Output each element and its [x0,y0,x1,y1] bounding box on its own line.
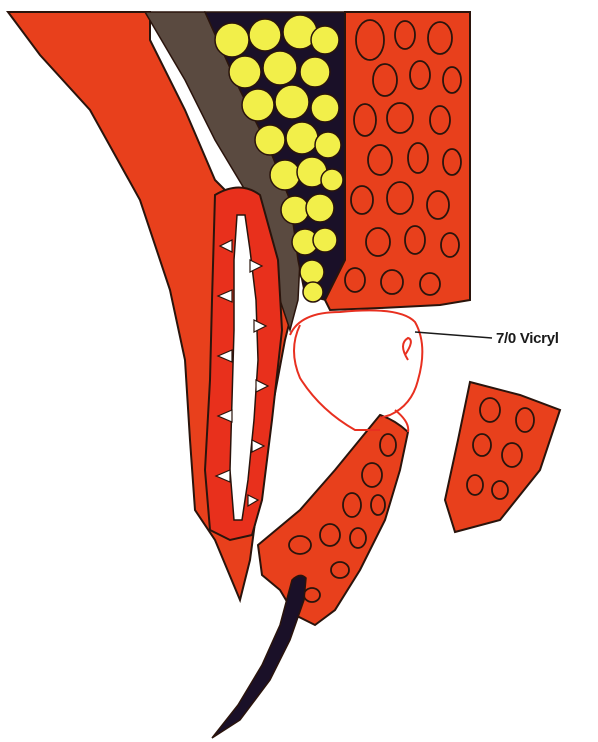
suture-loop [290,310,422,432]
suture-leader-line [415,332,492,338]
upper-bone [325,12,470,310]
lower-bone [258,415,408,625]
tendon-tail [212,575,306,738]
suture-label: 7/0 Vicryl [496,330,559,347]
